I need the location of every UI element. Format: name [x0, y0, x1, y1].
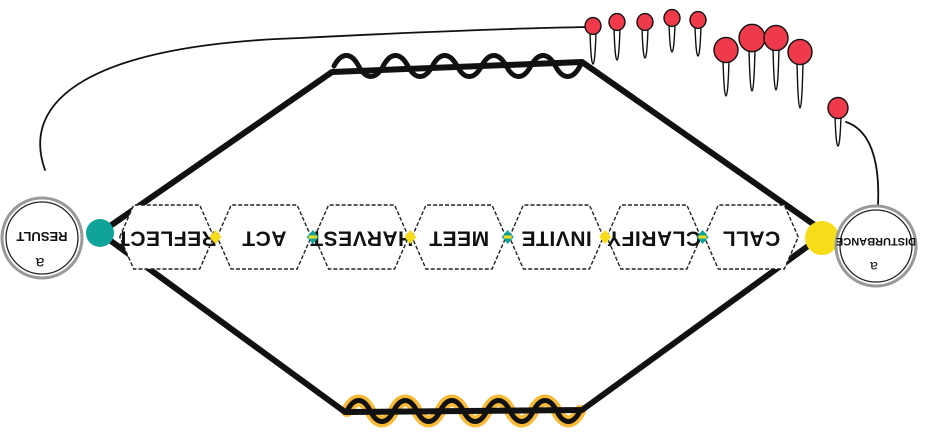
arc-connector — [39, 26, 591, 171]
step-label: CALL — [722, 226, 780, 249]
step-label: CLARIFY — [607, 226, 702, 249]
step-connector — [501, 230, 514, 244]
step-box — [703, 204, 800, 270]
disturbance-dot — [805, 221, 839, 255]
step-label: ACT — [242, 226, 287, 249]
balloon — [584, 16, 602, 65]
step-label: MEET — [429, 226, 489, 249]
arc-connector-small — [845, 121, 880, 206]
step-act: ACT — [216, 204, 312, 270]
step-connector — [306, 230, 319, 244]
balloon — [663, 8, 681, 53]
step-reflect: REFLECT — [117, 204, 217, 270]
result-node: RESULT a — [0, 196, 84, 280]
balloon — [763, 24, 789, 91]
balloon — [608, 12, 626, 61]
balloon — [713, 36, 739, 97]
step-label: INVITE — [521, 226, 592, 249]
step-invite: INVITE — [508, 204, 605, 270]
step-connector — [209, 230, 222, 244]
step-connector — [599, 230, 612, 244]
balloon — [689, 10, 707, 57]
step-connector — [696, 230, 709, 244]
balloon — [636, 12, 654, 59]
process-steps: CALL CLARIFY INVITE MEET HARVEST ACT REFLECT — [117, 204, 800, 270]
step-connector — [404, 230, 417, 244]
step-label: REFLECT — [117, 226, 217, 249]
result-dot — [86, 219, 114, 247]
balloon-cluster — [584, 8, 849, 147]
step-meet: MEET — [411, 204, 507, 270]
balloon — [738, 23, 766, 92]
step-call: CALL — [703, 204, 800, 270]
balloon — [827, 96, 849, 147]
disturbance-node: DISTURBANCE a — [834, 204, 918, 288]
bottom-squiggle — [344, 398, 583, 424]
result-label: RESULT — [16, 229, 67, 244]
balloon — [787, 38, 813, 109]
step-label: HARVEST — [310, 226, 413, 249]
step-clarify: CLARIFY — [606, 204, 702, 270]
top-squiggle — [331, 53, 583, 79]
disturbance-label: DISTURBANCE — [836, 235, 916, 247]
step-harvest: HARVEST — [310, 204, 413, 270]
result-glyph: a — [35, 254, 44, 271]
disturbance-glyph: a — [870, 259, 878, 275]
